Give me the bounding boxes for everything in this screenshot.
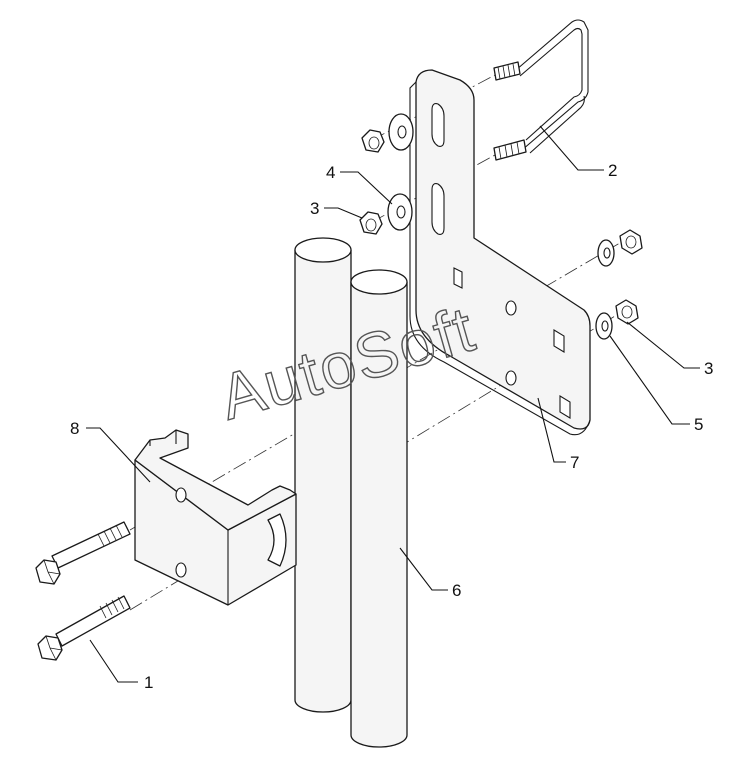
u-bolt-icon bbox=[493, 19, 589, 161]
hex-nut-icon bbox=[359, 211, 383, 235]
callout-2: 2 bbox=[608, 161, 617, 180]
callout-labels: 1 2 3 3 4 5 6 7 8 bbox=[70, 161, 713, 692]
l-bracket-plate-icon bbox=[409, 69, 591, 436]
vertical-pipe-icon bbox=[294, 237, 352, 713]
hex-nut-icon bbox=[619, 229, 643, 255]
washer-icon bbox=[597, 239, 615, 267]
washer-icon bbox=[595, 312, 613, 340]
callout-6: 6 bbox=[452, 581, 461, 600]
hex-bolt-icon bbox=[37, 595, 131, 661]
callout-8: 8 bbox=[70, 419, 79, 438]
callout-7: 7 bbox=[570, 453, 579, 472]
callout-5: 5 bbox=[694, 415, 703, 434]
washer-icon bbox=[388, 113, 414, 151]
callout-3-right: 3 bbox=[704, 359, 713, 378]
leader-lines bbox=[86, 125, 700, 683]
hex-nut-icon bbox=[615, 299, 639, 325]
vertical-pipe-icon bbox=[350, 269, 408, 748]
callout-1: 1 bbox=[144, 673, 153, 692]
washer-icon bbox=[387, 193, 413, 231]
callout-3-left: 3 bbox=[310, 199, 319, 218]
hex-bolt-icon bbox=[35, 521, 131, 585]
callout-4: 4 bbox=[326, 163, 335, 182]
hex-nut-icon bbox=[361, 129, 385, 153]
clamp-bracket-icon bbox=[134, 429, 297, 606]
